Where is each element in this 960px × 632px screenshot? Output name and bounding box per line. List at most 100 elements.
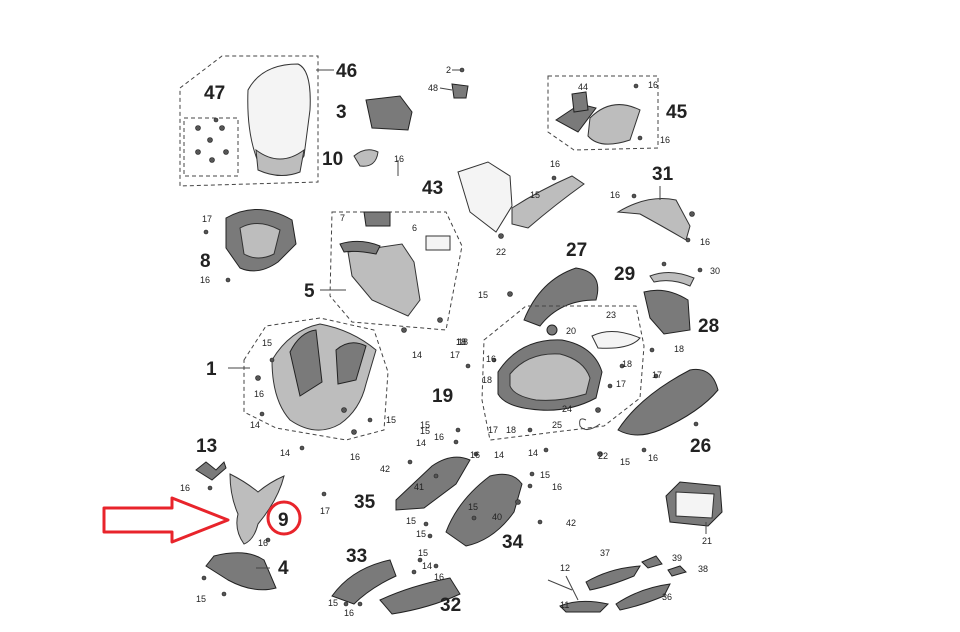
- callout-15: 15: [196, 594, 206, 604]
- callout-4: 4: [278, 558, 289, 579]
- callout-9-highlighted: 9: [278, 510, 289, 531]
- callout-44: 44: [578, 82, 588, 92]
- callout-32: 32: [440, 595, 461, 616]
- part-8: [203, 209, 297, 283]
- callout-16: 16: [552, 482, 562, 492]
- callout-18: 18: [458, 337, 468, 347]
- callout-24: 24: [562, 404, 572, 414]
- callout-26: 26: [690, 436, 711, 457]
- callout-1: 1: [206, 359, 217, 380]
- callout-36: 36: [662, 592, 672, 602]
- highlight-circle: [266, 500, 302, 536]
- group-19: [465, 305, 655, 457]
- callout-14: 14: [412, 350, 422, 360]
- callout-16: 16: [660, 135, 670, 145]
- callout-16: 16: [180, 483, 190, 493]
- callout-16: 16: [434, 432, 444, 442]
- callout-2: 2: [446, 65, 451, 75]
- callout-16: 16: [394, 154, 404, 164]
- callout-15: 15: [468, 502, 478, 512]
- callout-21: 21: [702, 536, 712, 546]
- callout-17: 17: [202, 214, 212, 224]
- callout-41: 41: [414, 482, 424, 492]
- callout-43: 43: [422, 178, 443, 199]
- front-lower-parts: [195, 461, 285, 597]
- callout-15: 15: [420, 420, 430, 430]
- callout-13: 13: [196, 436, 217, 457]
- callout-15: 15: [386, 415, 396, 425]
- callout-14: 14: [250, 420, 260, 430]
- callout-11: 11: [560, 600, 569, 610]
- callout-22: 22: [496, 247, 506, 257]
- callout-27: 27: [566, 240, 587, 261]
- callout-12: 12: [560, 563, 570, 573]
- callout-16: 16: [470, 450, 480, 460]
- callout-18: 18: [456, 337, 466, 347]
- group-36-39: [547, 555, 687, 613]
- callout-16: 16: [254, 389, 264, 399]
- callout-42: 42: [566, 518, 576, 528]
- part-43: [457, 161, 585, 239]
- callout-25: 25: [552, 420, 562, 430]
- callout-15: 15: [406, 516, 416, 526]
- callout-16: 16: [258, 538, 268, 548]
- callout-17: 17: [616, 379, 626, 389]
- callout-15: 15: [420, 426, 430, 436]
- callout-46: 46: [336, 61, 357, 82]
- part-31: [616, 186, 695, 243]
- callout-20: 20: [566, 326, 576, 336]
- callout-16: 16: [486, 354, 496, 364]
- callout-7: 7: [340, 213, 345, 223]
- callout-37: 37: [600, 548, 610, 558]
- callout-23: 23: [606, 310, 616, 320]
- callout-14: 14: [494, 450, 504, 460]
- callout-8: 8: [200, 251, 211, 272]
- callout-3: 3: [336, 102, 347, 123]
- group-32-33: [331, 557, 461, 615]
- callout-15: 15: [540, 470, 550, 480]
- callout-14: 14: [280, 448, 290, 458]
- callout-19: 19: [432, 386, 453, 407]
- callout-47: 47: [204, 83, 225, 104]
- callout-16: 16: [610, 190, 620, 200]
- group-5: [320, 211, 463, 333]
- callout-18: 18: [622, 359, 632, 369]
- callout-28: 28: [698, 316, 719, 337]
- large-callouts: 46 47 3 10 43 45 31 8 5 27 29 28 1 19 26…: [196, 61, 719, 616]
- callout-33: 33: [346, 546, 367, 567]
- callout-18: 18: [482, 375, 492, 385]
- callout-29: 29: [614, 264, 635, 285]
- callout-40: 40: [492, 512, 502, 522]
- callout-16: 16: [200, 275, 210, 285]
- callout-16: 16: [648, 453, 658, 463]
- windscreen-group: [179, 55, 334, 187]
- callout-16: 16: [700, 237, 710, 247]
- group-1: [228, 317, 389, 451]
- small-callouts: 2 48 16 44 16 16 16 15 22 17 7 6 16 16 3…: [180, 65, 720, 618]
- callout-16: 16: [648, 80, 658, 90]
- part-27: [507, 267, 599, 336]
- callout-14: 14: [422, 561, 432, 571]
- callout-15: 15: [328, 598, 338, 608]
- callout-31: 31: [652, 164, 674, 185]
- callout-15: 15: [416, 529, 426, 539]
- callout-17: 17: [320, 506, 330, 516]
- callout-17: 17: [652, 370, 662, 380]
- callout-18: 18: [674, 344, 684, 354]
- callout-42: 42: [380, 464, 390, 474]
- group-34-35: [395, 456, 543, 547]
- callout-35: 35: [354, 492, 376, 513]
- callout-16: 16: [350, 452, 360, 462]
- callout-15: 15: [418, 548, 428, 558]
- callout-18: 18: [506, 425, 516, 435]
- callout-39: 39: [672, 553, 682, 563]
- callout-15: 15: [262, 338, 272, 348]
- group-28-29: [643, 261, 703, 335]
- callout-14: 14: [528, 448, 538, 458]
- highlight-arrow: [102, 496, 230, 544]
- callout-34: 34: [502, 532, 524, 553]
- callout-17: 17: [450, 350, 460, 360]
- callout-15: 15: [530, 190, 540, 200]
- callout-48: 48: [428, 83, 438, 93]
